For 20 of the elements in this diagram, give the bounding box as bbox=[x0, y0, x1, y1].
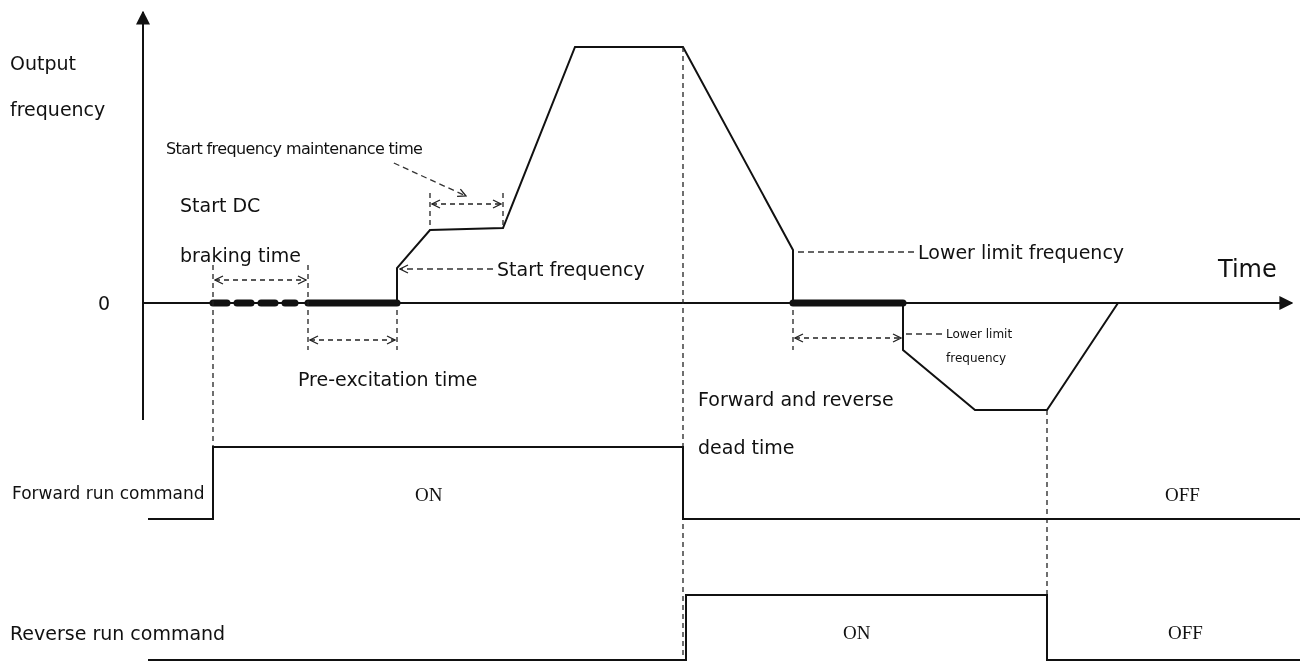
axis-label: Time bbox=[1218, 254, 1278, 285]
signal-state: ON bbox=[843, 621, 872, 645]
signal-name: Forward run command bbox=[12, 482, 206, 505]
leader-line bbox=[393, 162, 467, 197]
callout-label: Lower limit frequency bbox=[946, 322, 1038, 370]
duration-label: Forward and reverse dead time bbox=[698, 387, 895, 460]
signal-state: OFF bbox=[1168, 621, 1204, 645]
leader-line bbox=[905, 333, 943, 335]
callout-label: Start frequency maintenance time bbox=[166, 137, 506, 161]
signal-state: ON bbox=[415, 483, 444, 507]
axis-label: Output frequency bbox=[10, 51, 107, 122]
signal-state: OFF bbox=[1165, 483, 1201, 507]
duration-label: Pre-excitation time bbox=[298, 367, 479, 392]
axis-value: 0 bbox=[98, 291, 112, 316]
callout-label: Lower limit frequency bbox=[918, 240, 1178, 264]
leader-line bbox=[796, 251, 915, 253]
duration-label: Start DC braking time bbox=[180, 193, 302, 268]
signal-name: Reverse run command bbox=[10, 621, 227, 646]
callout-label: Start frequency bbox=[497, 257, 677, 281]
leader-line bbox=[399, 264, 494, 274]
